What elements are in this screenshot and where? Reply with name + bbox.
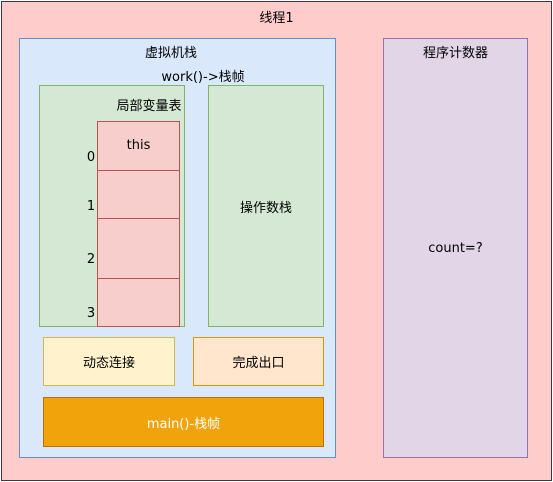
return-address-label: 完成出口 <box>232 356 285 371</box>
slot-3 <box>97 278 180 327</box>
slot-3-index: 3 <box>86 306 96 321</box>
main-frame: main()-栈帧 <box>43 397 324 447</box>
slot-2-index: 2 <box>86 252 96 267</box>
slot-1 <box>97 170 180 219</box>
slot-0-index: 0 <box>86 150 96 165</box>
thread-title: 线程1 <box>259 11 294 26</box>
frame-title: work()->栈帧 <box>161 70 245 85</box>
operand-stack-title: 操作数栈 <box>239 200 292 216</box>
jvm-stack-title: 虚拟机栈 <box>144 46 197 61</box>
return-address: 完成出口 <box>193 337 324 386</box>
slot-0-value: this <box>126 138 151 153</box>
program-counter <box>383 38 528 458</box>
main-frame-label: main()-栈帧 <box>146 416 221 432</box>
dynamic-linking-label: 动态连接 <box>82 356 135 371</box>
operand-stack: 操作数栈 <box>208 85 324 327</box>
slot-1-index: 1 <box>86 199 96 214</box>
local-variable-table-title: 局部变量表 <box>116 99 182 114</box>
program-counter-value: count=? <box>428 241 483 256</box>
dynamic-linking: 动态连接 <box>43 337 175 386</box>
slot-2 <box>97 218 180 279</box>
program-counter-title: 程序计数器 <box>422 46 488 61</box>
slot-0 <box>97 121 180 171</box>
